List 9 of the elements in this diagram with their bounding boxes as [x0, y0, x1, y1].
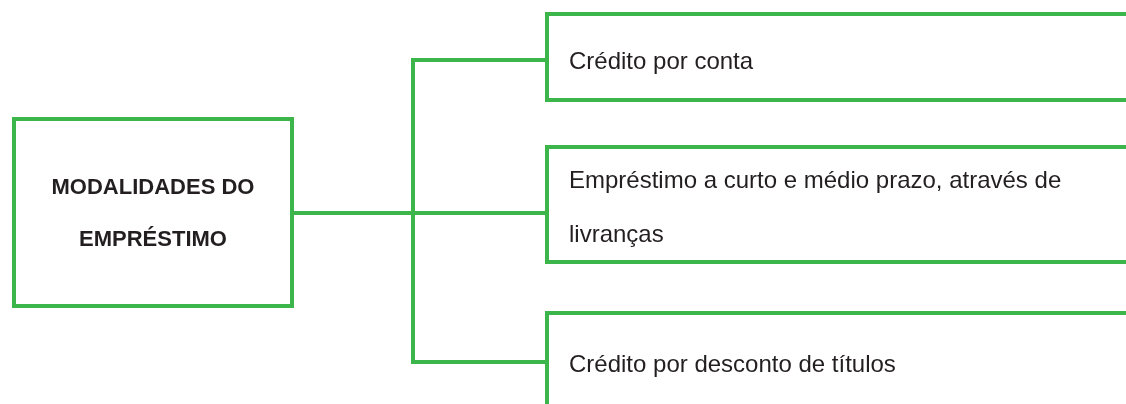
connector-line [294, 211, 545, 364]
category-box [12, 117, 294, 308]
category-title: MODALIDADES DO EMPRÉSTIMO [50, 172, 256, 253]
bracket-box [545, 145, 1126, 264]
item-text: Crédito por conta [569, 46, 754, 76]
bracket-box [545, 311, 1126, 404]
item-text: Empréstimo a curto e médio prazo, através de livranças [569, 165, 1063, 249]
item-text: Crédito por desconto de títulos [569, 349, 896, 379]
bracket-box [545, 12, 1126, 102]
